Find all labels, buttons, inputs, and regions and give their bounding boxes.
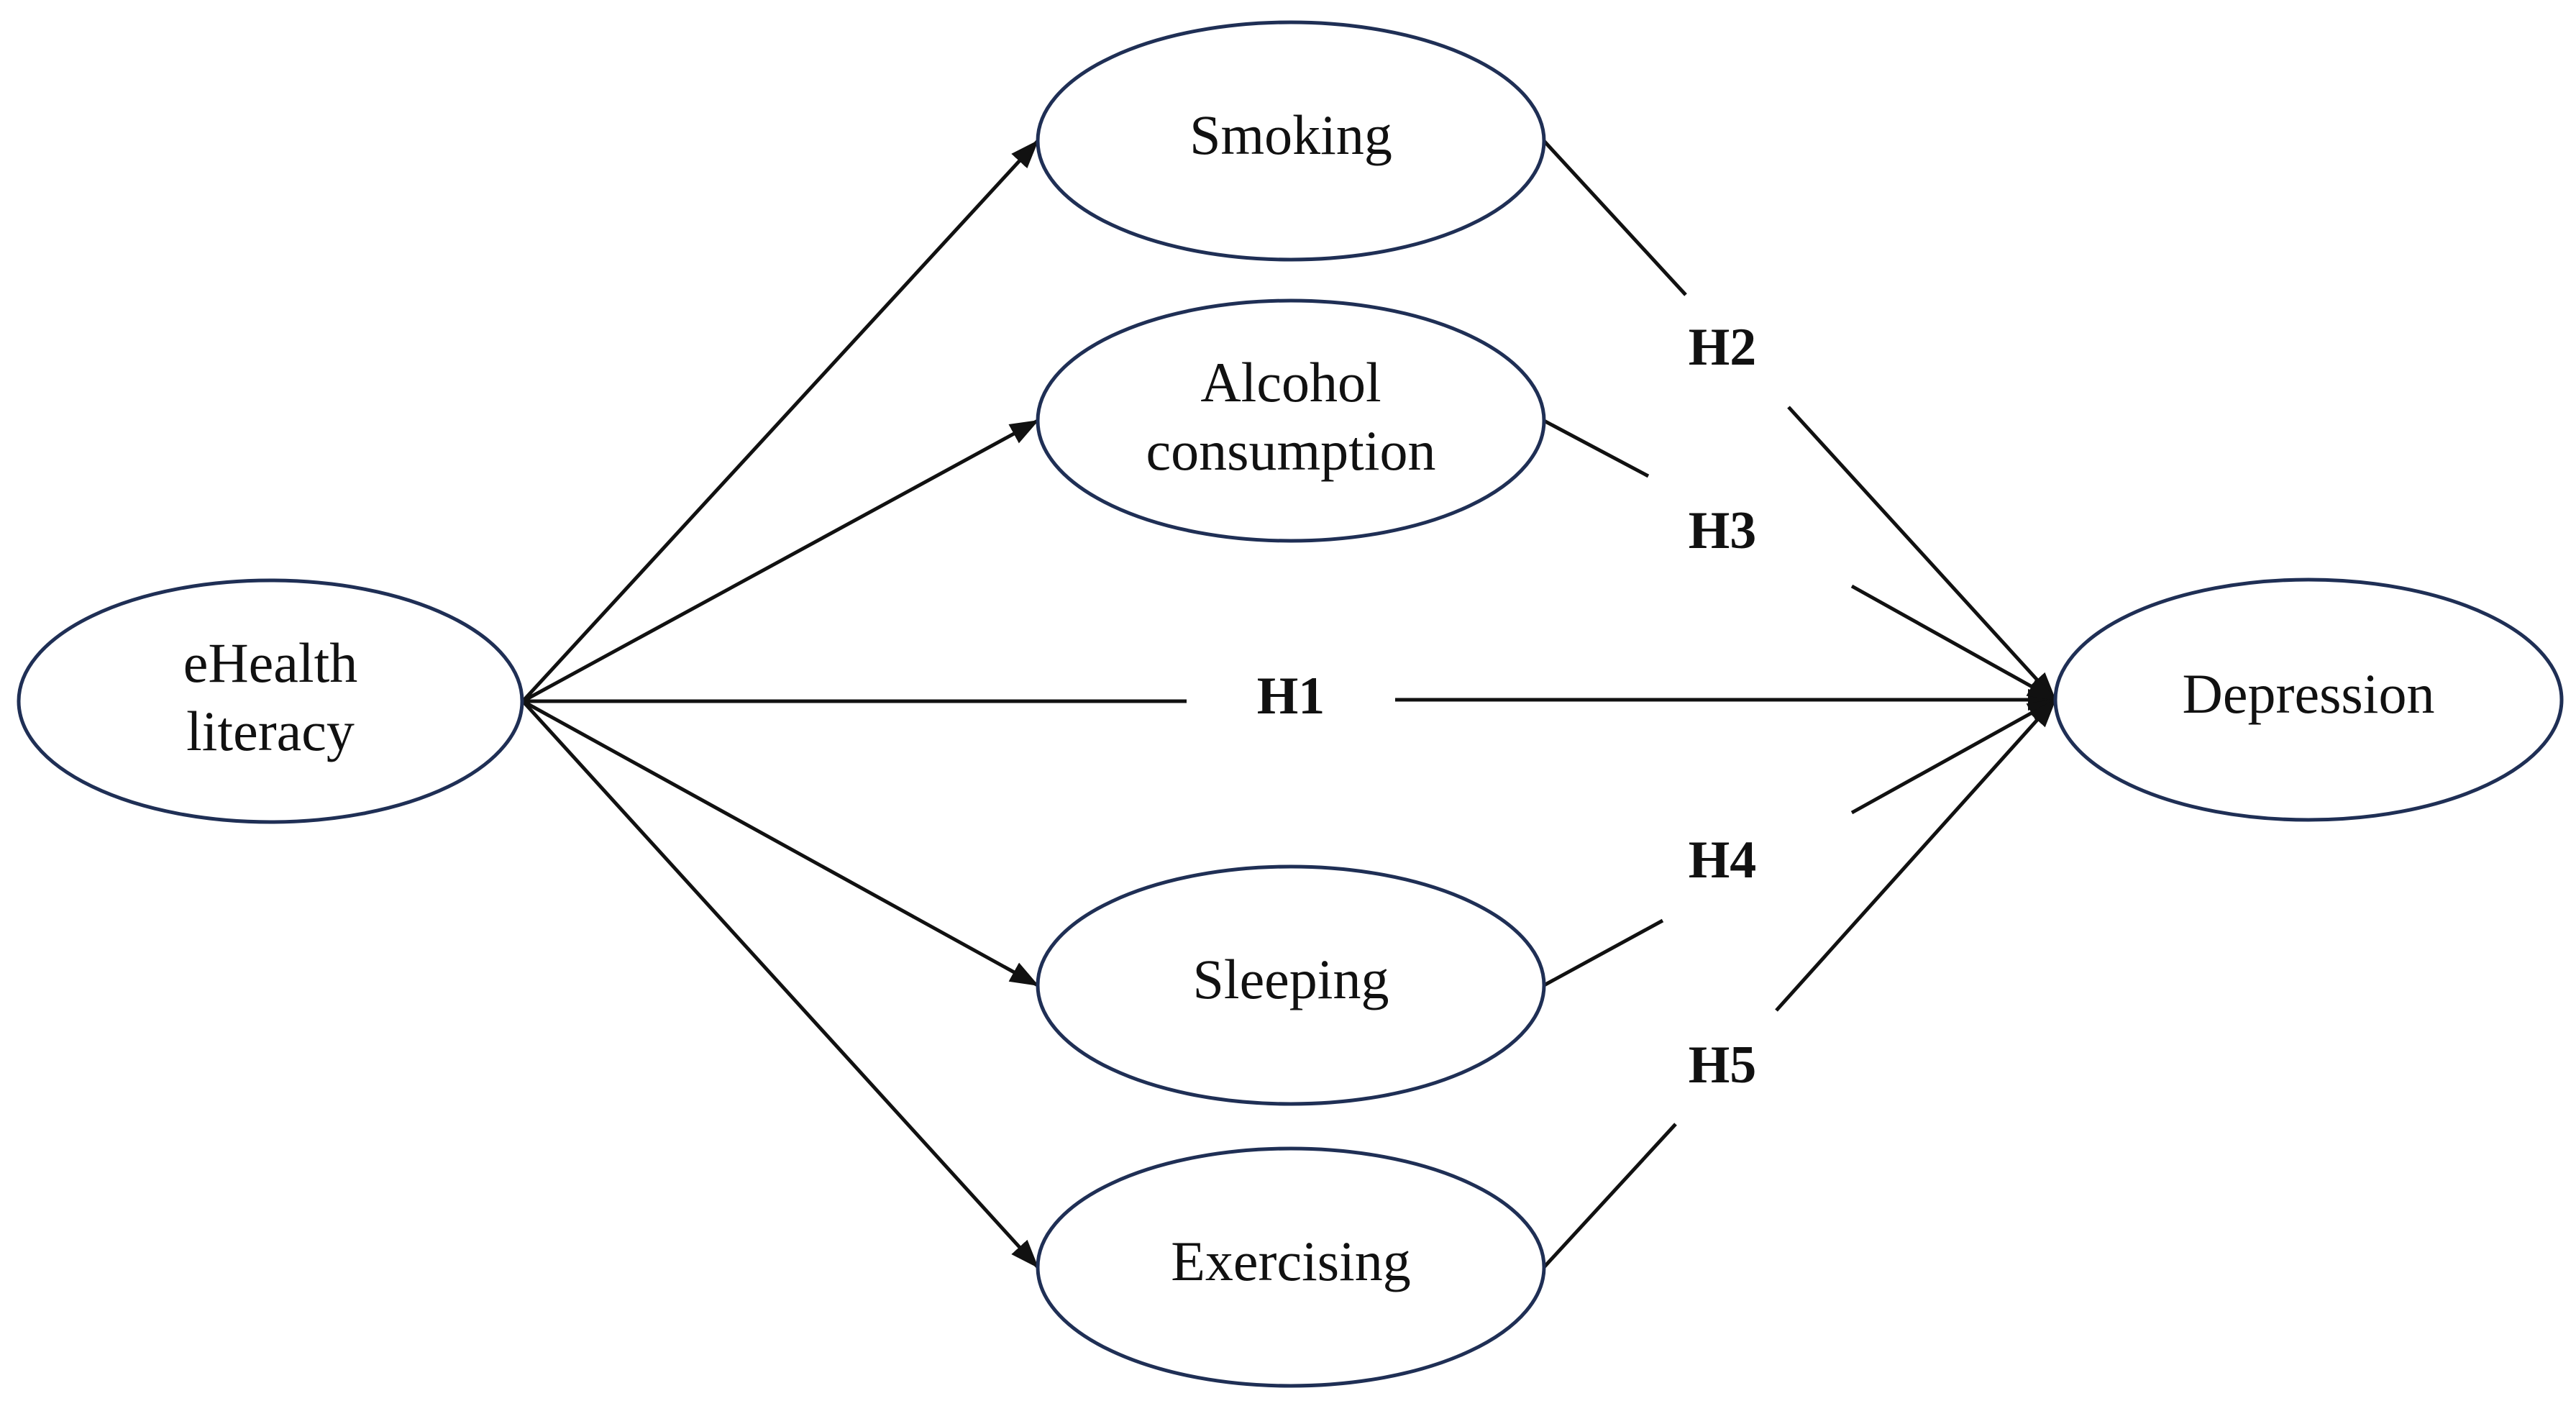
alcohol-label-line-2: consumption [1146, 419, 1436, 482]
edge-ehealth-to-alcohol [521, 419, 1039, 703]
hypothesis-label-h4: H4 [1689, 831, 1757, 890]
hypothesis-label-h1: H1 [1257, 667, 1325, 726]
edge-h2-upper-segment [1543, 140, 1687, 296]
hypothesis-label-h5: H5 [1689, 1036, 1757, 1095]
exercising-ellipse [1036, 1146, 1546, 1388]
alcohol-label-line-1: Alcohol [1200, 351, 1381, 414]
hypothesis-label-h3: H3 [1689, 501, 1757, 560]
edge-h3-lower-segment [1850, 584, 2057, 702]
edge-h4-lower-segment [1543, 918, 1664, 987]
depression-ellipse [2053, 578, 2564, 822]
sleeping-label: Sleeping [1193, 948, 1389, 1010]
node-alcohol-consumption: Alcohol consumption [1036, 298, 1546, 543]
node-depression: Depression [2053, 578, 2564, 822]
depression-label: Depression [2183, 662, 2435, 725]
node-ehealth-literacy: eHealth literacy [17, 578, 524, 824]
edge-ehealth-to-sleeping [521, 699, 1039, 987]
smoking-ellipse [1036, 20, 1546, 262]
ehealth-ellipse [17, 578, 524, 824]
edge-ehealth-to-exercising [521, 700, 1039, 1269]
edge-h4-upper-segment [1850, 698, 2057, 815]
ehealth-label-line-2: literacy [186, 700, 355, 762]
alcohol-ellipse [1036, 298, 1546, 543]
hypothesis-label-h2: H2 [1689, 318, 1757, 377]
edge-h3-upper-segment [1543, 419, 1650, 478]
exercising-label: Exercising [1171, 1230, 1411, 1292]
edge-ehealth-to-smoking [521, 140, 1039, 703]
edge-h5-upper-segment [1775, 698, 2057, 1012]
node-sleeping: Sleeping [1036, 864, 1546, 1106]
ehealth-label-line-1: eHealth [183, 631, 358, 694]
node-exercising: Exercising [1036, 1146, 1546, 1388]
smoking-label: Smoking [1189, 104, 1392, 166]
node-smoking: Smoking [1036, 20, 1546, 262]
edge-h2-lower-segment [1787, 406, 2057, 701]
sleeping-ellipse [1036, 864, 1546, 1106]
edge-h5-lower-segment [1543, 1123, 1677, 1269]
